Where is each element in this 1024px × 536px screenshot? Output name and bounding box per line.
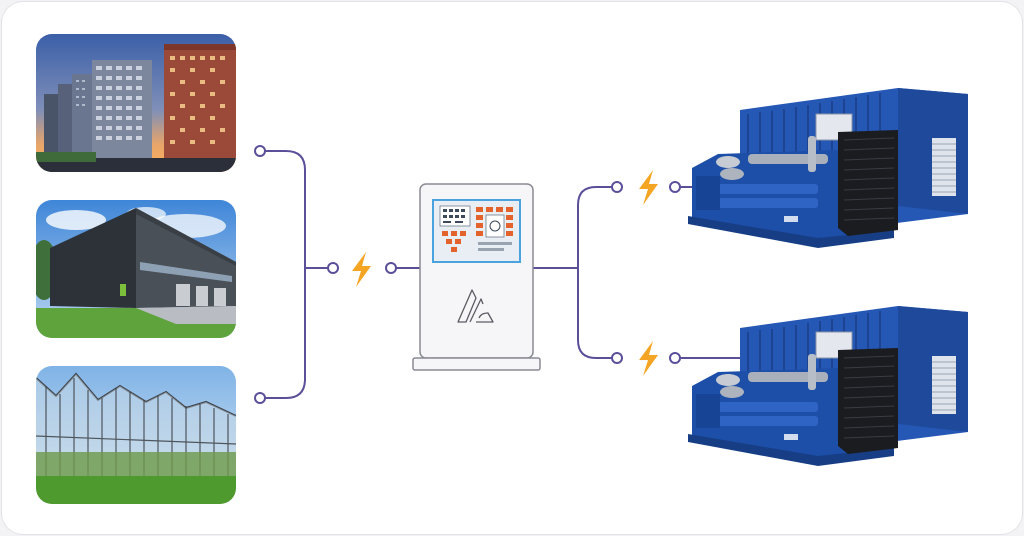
connector-node [669,181,681,193]
connector-line-generator-2 [577,268,612,359]
lightning-bolt-icon [352,252,371,287]
lightning-bolt-icon [639,341,658,376]
containerized-diesel-generator [688,88,968,248]
controller-button [506,207,513,212]
connector-node [669,352,681,364]
connector-node [385,262,397,274]
controller-button [506,223,513,228]
containerized-diesel-generator [688,306,968,466]
connector-node [611,181,623,193]
control-panel-cabinet [412,183,541,371]
controller-button [496,207,503,212]
connector-node [611,352,623,364]
residential-buildings-image [36,34,236,172]
connector-node [254,145,266,157]
controller-button [486,207,493,212]
controller-button [476,215,483,220]
brand-logo-icon [457,289,494,323]
controller-button [451,247,457,252]
controller-button [442,231,448,236]
connector-line-residential [265,150,306,268]
controller-button [451,231,457,236]
connector-line-generator-1 [577,186,612,268]
greenhouse-image [36,366,236,504]
controller-button [476,223,483,228]
controller-button [446,239,452,244]
connector-node [254,392,266,404]
controller-button [506,231,513,236]
connector-line-greenhouse [265,268,306,399]
controller-button [460,231,466,236]
controller-button [476,207,483,212]
controller-button [476,231,483,236]
connector-node [327,262,339,274]
controller-button [506,215,513,220]
controller-button [455,239,461,244]
industrial-warehouse-image [36,200,236,338]
lightning-bolt-icon [639,170,658,205]
